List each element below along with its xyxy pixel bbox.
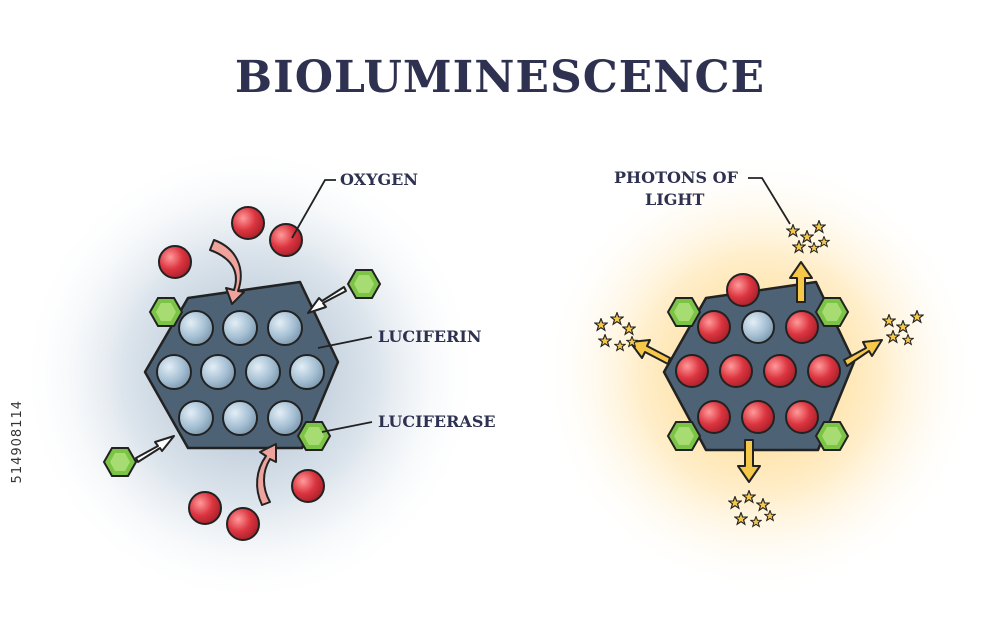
left-hexagon-left: [149, 297, 183, 327]
photon-arrow-right: [843, 339, 883, 367]
right-hexagon-bottom-left: [667, 421, 701, 451]
white-arrow-top-right: [307, 286, 347, 314]
side-id-number: 514908114: [10, 400, 25, 484]
right-hexagon-top-right: [815, 297, 849, 327]
photon-arrow-up: [789, 261, 813, 303]
oxygen-label: OXYGEN: [340, 170, 418, 189]
oxygen-arrow-top: [209, 239, 245, 305]
luciferin-label: LUCIFERIN: [378, 327, 482, 346]
luciferase-leader-line: [321, 421, 373, 433]
photons-label-line2: LIGHT: [645, 190, 705, 209]
oxygen-leader-line: [291, 179, 336, 239]
right-oxygenated-spheres: [675, 273, 841, 434]
page-title: BIOLUMINESCENCE: [234, 52, 766, 103]
left-hexagon-top-right: [347, 269, 381, 299]
left-hexagon-bottom-left: [103, 447, 137, 477]
oxygen-arrow-bottom: [256, 443, 277, 506]
right-hexagon-bottom-right: [815, 421, 849, 451]
photons-leader-line: [748, 177, 791, 225]
white-arrow-bottom-left: [135, 435, 175, 463]
left-oxygen-spheres: [158, 206, 325, 541]
photon-arrow-left: [629, 339, 671, 365]
right-hexagon-top-left: [667, 297, 701, 327]
luciferase-label: LUCIFERASE: [378, 412, 496, 431]
left-hexagon-bottom-right: [297, 421, 331, 451]
left-luciferin-spheres: [156, 310, 325, 436]
photon-arrow-down: [737, 439, 761, 483]
photons-label-line1: PHOTONS OF: [614, 168, 738, 187]
luciferin-leader-line: [317, 336, 373, 349]
